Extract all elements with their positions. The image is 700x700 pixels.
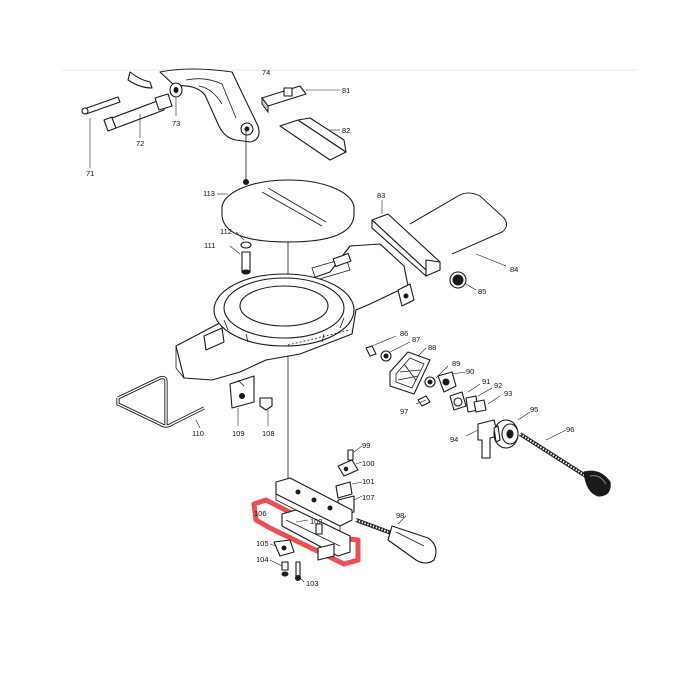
hub-95: [493, 411, 531, 449]
callout-107: 107: [362, 493, 375, 502]
callout-99: 99: [362, 441, 370, 450]
callout-72: 72: [136, 139, 144, 148]
callout-113: 113: [203, 189, 215, 198]
callout-83: 83: [377, 191, 385, 200]
callout-88: 88: [428, 343, 436, 352]
clamp-94: [465, 419, 499, 459]
turntable-113: [217, 179, 355, 243]
callout-86: 86: [400, 329, 408, 338]
callout-74: 74: [262, 68, 270, 77]
screw-111-112: [229, 231, 252, 275]
callout-103: 103: [306, 579, 319, 588]
fence-bar-83: [371, 200, 441, 277]
knob-85: [449, 271, 477, 291]
callout-87: 87: [412, 335, 420, 344]
callout-100: 100: [362, 459, 375, 468]
callout-94: 94: [450, 435, 458, 444]
callout-96: 96: [566, 425, 574, 434]
callout-89: 89: [452, 359, 460, 368]
screw-86-87: [365, 335, 411, 362]
callout-91: 91: [482, 377, 490, 386]
callout-102: 102: [310, 517, 323, 526]
pin-71: [81, 96, 121, 168]
fence-81: [261, 85, 340, 114]
callout-85: 85: [478, 287, 486, 296]
bolt-72: [103, 93, 173, 138]
callout-90: 90: [466, 367, 474, 376]
bracket-109: [237, 397, 273, 426]
washer-73: [169, 82, 183, 116]
screw-97: [415, 395, 431, 407]
turntable-ring: [213, 273, 355, 347]
callout-112: 112: [220, 227, 232, 236]
small-parts-89-93: [424, 365, 501, 413]
callout-97: 97: [400, 407, 408, 416]
rod-84: [409, 192, 507, 267]
callout-82: 82: [342, 126, 350, 135]
callout-93: 93: [504, 389, 512, 398]
rod-110: [116, 375, 205, 429]
callout-labels: 74 81 82 71 72 73 113 83 84 85 112 111 8…: [86, 68, 574, 588]
callout-106: 106: [254, 509, 267, 518]
callout-108: 108: [262, 429, 275, 438]
callout-73: 73: [172, 119, 180, 128]
callout-110: 110: [192, 429, 204, 438]
callout-105: 105: [256, 539, 269, 548]
callout-104: 104: [256, 555, 269, 564]
callout-111: 111: [204, 241, 215, 250]
callout-98: 98: [396, 511, 404, 520]
callout-92: 92: [494, 381, 502, 390]
handle-98: [355, 515, 437, 564]
threaded-rod-96: [518, 429, 611, 497]
plate-82: [279, 117, 347, 161]
small-parts-99-107: [335, 445, 363, 517]
callout-101: 101: [362, 477, 375, 486]
plate-88: [389, 347, 431, 395]
callout-95: 95: [530, 405, 538, 414]
fasteners-102-105: [269, 519, 309, 583]
arm-casting: [127, 68, 260, 143]
callout-71: 71: [86, 169, 94, 178]
callout-81: 81: [342, 86, 350, 95]
callout-109: 109: [232, 429, 245, 438]
callout-84: 84: [510, 265, 518, 274]
